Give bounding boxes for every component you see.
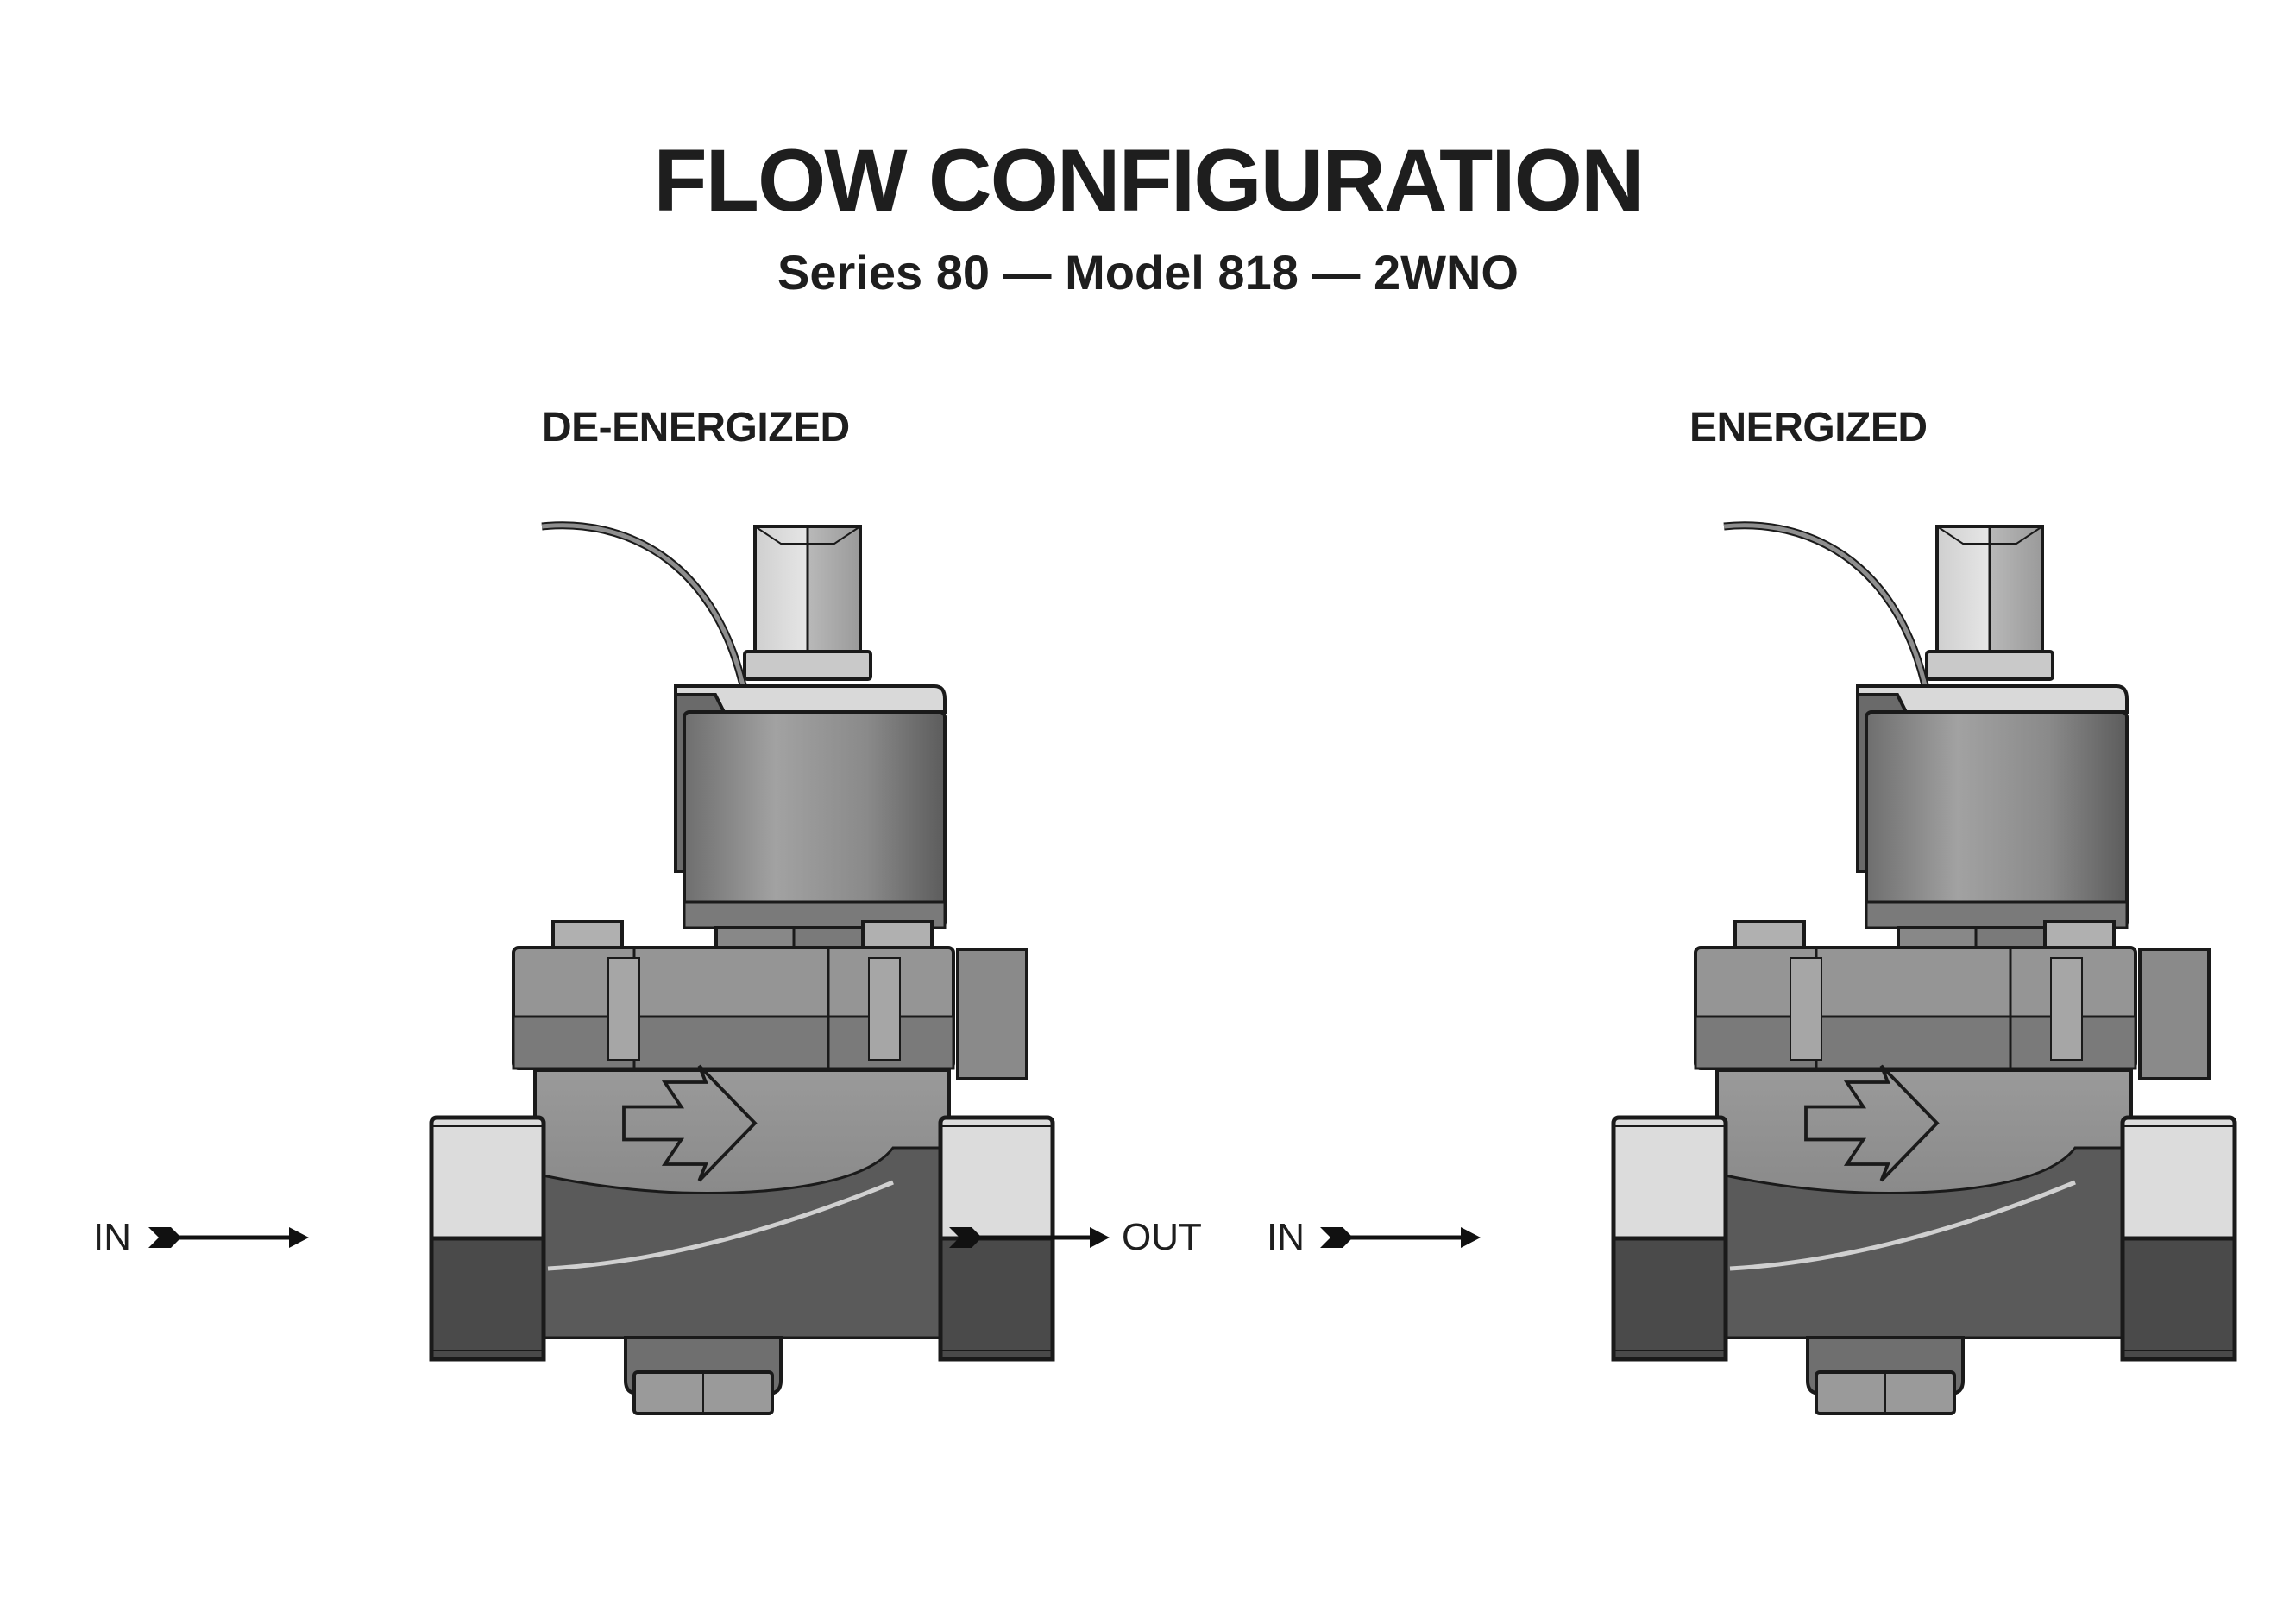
state-label-de-energized: DE-ENERGIZED bbox=[542, 405, 850, 450]
page-subtitle: Series 80 — Model 818 — 2WNO bbox=[777, 245, 1519, 299]
inlet-arrow-icon-energized bbox=[1318, 1220, 1482, 1255]
inlet-arrow-icon-de-energized bbox=[147, 1220, 311, 1255]
outlet-label-de-energized: OUT bbox=[1122, 1216, 1202, 1258]
valve-illustration-energized bbox=[1609, 509, 2265, 1441]
valve-illustration-de-energized bbox=[427, 509, 1083, 1441]
inlet-label-de-energized: IN bbox=[93, 1216, 131, 1258]
outlet-arrow-icon-de-energized bbox=[947, 1220, 1111, 1255]
page-title: FLOW CONFIGURATION bbox=[653, 131, 1644, 230]
inlet-label-energized: IN bbox=[1267, 1216, 1305, 1258]
state-label-energized: ENERGIZED bbox=[1689, 405, 1928, 450]
